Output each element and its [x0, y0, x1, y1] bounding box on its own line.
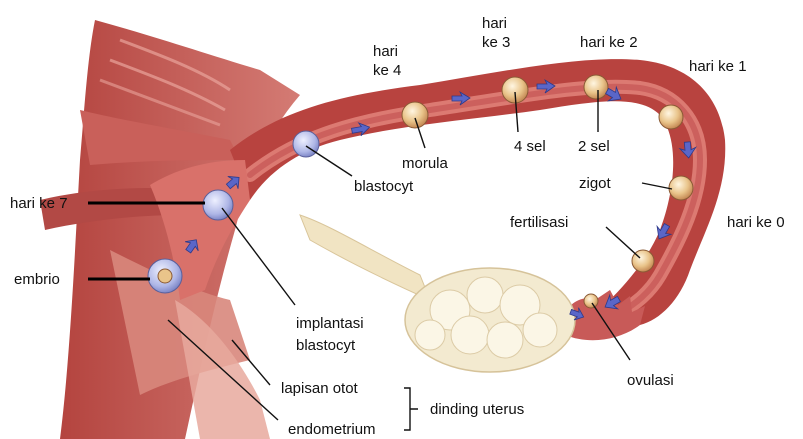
label-lapisan-otot: lapisan otot	[281, 380, 359, 397]
label-ovulasi: ovulasi	[627, 372, 674, 389]
label-hari-ke-3: harike 3	[482, 15, 510, 51]
label-4-sel: 4 sel	[514, 138, 546, 155]
label-hari-ke-1: hari ke 1	[689, 58, 747, 75]
cell-ovulasi	[584, 294, 598, 308]
label-implantasi: implantasiblastocyt	[296, 315, 364, 354]
label-2-sel: 2 sel	[578, 138, 610, 155]
cell-zigot	[669, 176, 693, 200]
ovary	[405, 268, 575, 372]
ovarian-ligament	[300, 215, 430, 300]
cell-hari-ke-1	[659, 105, 683, 129]
label-hari-ke-7: hari ke 7	[10, 195, 68, 212]
cell-morula	[402, 102, 428, 128]
label-endometrium: endometrium	[288, 421, 376, 438]
label-fertilisasi: fertilisasi	[510, 214, 568, 231]
label-dinding-uterus: dinding uterus	[430, 401, 524, 418]
label-embrio: embrio	[14, 271, 60, 288]
label-hari-ke-0: hari ke 0	[727, 214, 785, 231]
label-blastocyt: blastocyt	[354, 178, 414, 195]
label-zigot: zigot	[579, 175, 612, 192]
label-hari-ke-4: harike 4	[373, 43, 401, 79]
cell-blastocyt	[293, 131, 319, 157]
label-hari-ke-2: hari ke 2	[580, 34, 638, 51]
cell-2-sel	[584, 75, 608, 99]
label-morula: morula	[402, 155, 449, 172]
